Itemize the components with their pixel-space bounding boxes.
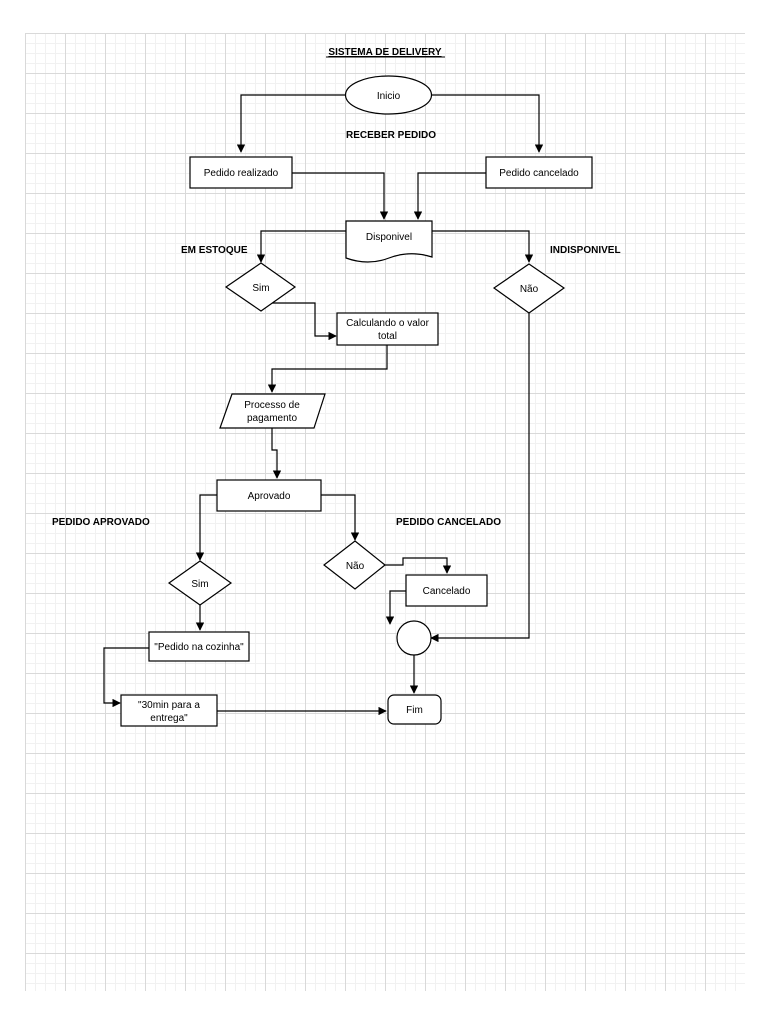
label-em-estoque: EM ESTOQUE	[181, 245, 248, 256]
edge-cancelado-disponivel	[413, 172, 486, 220]
edge-aprovado-sim	[195, 494, 217, 561]
node-entrega: "30min para a entrega"	[120, 694, 218, 727]
node-pagamento-label-2: pagamento	[247, 413, 297, 424]
node-pedido-cancelado-label: Pedido cancelado	[499, 168, 579, 179]
node-sim-aprovado-label: Sim	[191, 579, 208, 590]
node-pedido-cozinha: "Pedido na cozinha"	[148, 631, 250, 662]
node-nao-indisponivel-label: Não	[520, 284, 539, 295]
edge-realizado-disponivel	[292, 172, 389, 220]
node-nao-cancelado-label: Não	[346, 561, 365, 572]
node-cancelado-label: Cancelado	[423, 586, 471, 597]
edge-inicio-realizado	[236, 94, 346, 153]
edge-cancelado-junction	[385, 590, 406, 625]
node-aprovado-label: Aprovado	[248, 491, 291, 502]
node-disponivel-label: Disponivel	[366, 232, 412, 243]
node-fim: Fim	[387, 694, 442, 725]
node-pedido-realizado-label: Pedido realizado	[204, 168, 279, 179]
edge-cozinha-entrega	[103, 647, 149, 708]
node-entrega-label-2: entrega"	[150, 713, 188, 724]
edges	[103, 94, 544, 716]
edge-indisponivel-junction	[430, 313, 530, 643]
node-pagamento-label-1: Processo de	[244, 400, 300, 411]
label-pedido-aprovado: PEDIDO APROVADO	[52, 517, 150, 528]
node-sim-aprovado: Sim	[167, 560, 233, 606]
edge-disponivel-nao	[432, 230, 534, 263]
edge-calculando-pagamento	[267, 345, 388, 393]
node-cancelado: Cancelado	[405, 574, 488, 607]
node-aprovado: Aprovado	[216, 479, 322, 512]
node-sim-estoque: Sim	[224, 262, 297, 312]
node-nao-cancelado: Não	[323, 540, 386, 590]
label-receber-pedido: RECEBER PEDIDO	[346, 130, 436, 141]
node-pedido-cozinha-label: "Pedido na cozinha"	[154, 642, 244, 653]
node-pedido-realizado: Pedido realizado	[189, 156, 293, 189]
diagram-canvas	[25, 33, 745, 991]
edge-disponivel-sim	[256, 230, 346, 263]
node-nao-indisponivel: Não	[492, 263, 566, 314]
label-pedido-cancelado: PEDIDO CANCELADO	[396, 517, 501, 528]
edge-inicio-cancelado	[431, 94, 544, 153]
node-calculando-label-2: total	[378, 331, 397, 342]
node-calculando-label-1: Calculando o valor	[346, 318, 429, 329]
node-junction	[396, 620, 432, 656]
node-fim-label: Fim	[406, 705, 423, 716]
node-calculando: Calculando o valor total	[336, 312, 439, 346]
node-pagamento: Processo de pagamento	[219, 393, 326, 429]
edge-nao-cancelado	[385, 557, 452, 574]
label-indisponivel: INDISPONIVEL	[550, 245, 621, 256]
node-entrega-label-1: "30min para a	[138, 700, 200, 711]
node-disponivel: Disponivel	[345, 220, 433, 263]
edge-aprovado-nao	[321, 494, 360, 541]
node-sim-estoque-label: Sim	[252, 283, 269, 294]
node-inicio-label: Inicio	[377, 91, 401, 102]
diagram-title: SISTEMA DE DELIVERY	[328, 47, 441, 58]
node-inicio: Inicio	[344, 75, 433, 115]
node-pedido-cancelado: Pedido cancelado	[485, 156, 593, 189]
edge-pagamento-aprovado	[271, 428, 282, 479]
edge-sim-calculando	[261, 302, 337, 341]
